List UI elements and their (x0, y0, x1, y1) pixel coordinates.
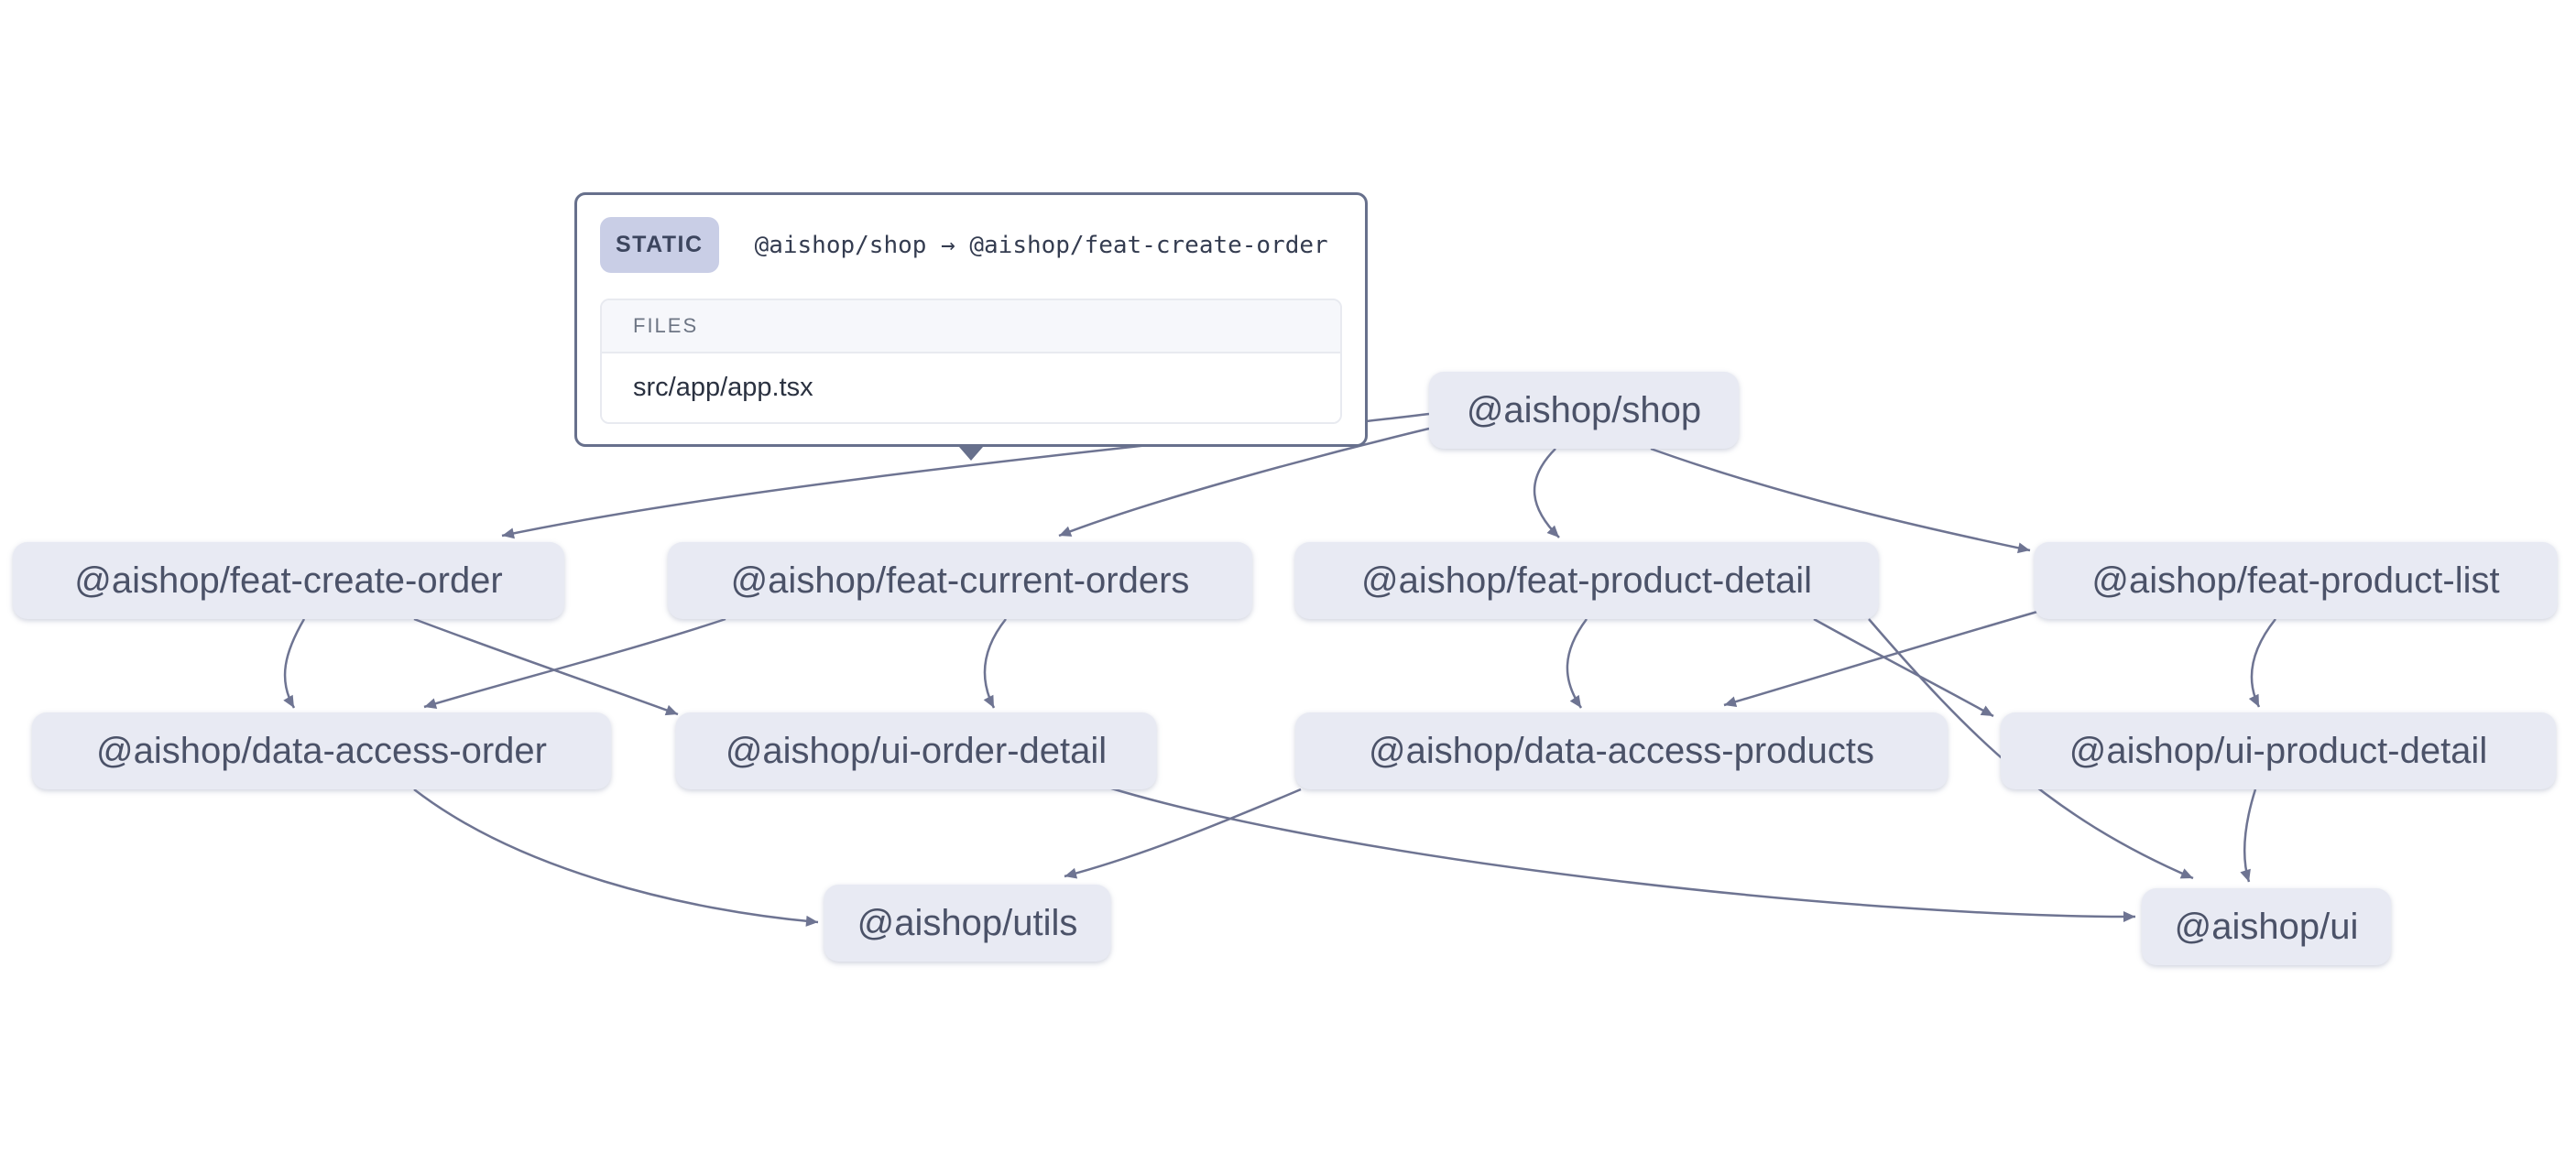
edge-feat-product-detail-to-data-access-products[interactable] (1566, 618, 1588, 709)
graph-node-ui[interactable]: @aishop/ui (2142, 888, 2391, 965)
graph-node-feat-current-orders[interactable]: @aishop/feat-current-orders (668, 542, 1252, 619)
graph-node-ui-product-detail[interactable]: @aishop/ui-product-detail (2001, 712, 2556, 789)
graph-node-data-access-order[interactable]: @aishop/data-access-order (32, 712, 611, 789)
graph-node-feat-product-detail[interactable]: @aishop/feat-product-detail (1294, 542, 1879, 619)
edge-files-box: FILES src/app/app.tsx (600, 299, 1342, 424)
edge-tooltip-caret-icon (959, 447, 983, 461)
edge-shop-to-feat-current-orders[interactable] (1058, 427, 1430, 538)
edge-shop-to-feat-product-detail[interactable] (1533, 448, 1560, 538)
edge-shop-to-feat-product-list[interactable] (1650, 447, 2031, 554)
graph-node-utils[interactable]: @aishop/utils (824, 885, 1111, 962)
edge-tooltip-header: STATIC @aishop/shop → @aishop/feat-creat… (600, 217, 1342, 273)
edge-tooltip-title: @aishop/shop → @aishop/feat-create-order (754, 231, 1328, 259)
edge-ui-order-detail-to-ui[interactable] (1108, 786, 2136, 923)
edge-feat-product-list-to-ui-product-detail[interactable] (2248, 618, 2276, 708)
edge-feat-current-orders-to-ui-order-detail[interactable] (983, 618, 1007, 709)
edge-data-access-products-to-utils[interactable] (1064, 788, 1302, 879)
edge-type-badge: STATIC (600, 217, 719, 273)
edge-ui-product-detail-to-ui[interactable] (2240, 788, 2257, 883)
edge-feat-product-detail-to-ui-product-detail[interactable] (1813, 617, 1994, 718)
edge-feat-product-list-to-data-access-products[interactable] (1723, 610, 2038, 708)
edge-data-access-order-to-utils[interactable] (413, 788, 819, 927)
edge-feat-create-order-to-data-access-order[interactable] (283, 618, 306, 709)
edge-tooltip: STATIC @aishop/shop → @aishop/feat-creat… (574, 192, 1368, 447)
graph-node-data-access-products[interactable]: @aishop/data-access-products (1295, 712, 1948, 789)
graph-node-shop[interactable]: @aishop/shop (1429, 372, 1739, 449)
edge-file-item: src/app/app.tsx (602, 353, 1340, 422)
edge-feat-current-orders-to-data-access-order[interactable] (423, 617, 726, 709)
graph-node-feat-create-order[interactable]: @aishop/feat-create-order (13, 542, 564, 619)
edge-files-header: FILES (602, 300, 1340, 353)
graph-node-feat-product-list[interactable]: @aishop/feat-product-list (2034, 542, 2558, 619)
edge-feat-create-order-to-ui-order-detail[interactable] (413, 617, 679, 716)
graph-node-ui-order-detail[interactable]: @aishop/ui-order-detail (675, 712, 1157, 789)
